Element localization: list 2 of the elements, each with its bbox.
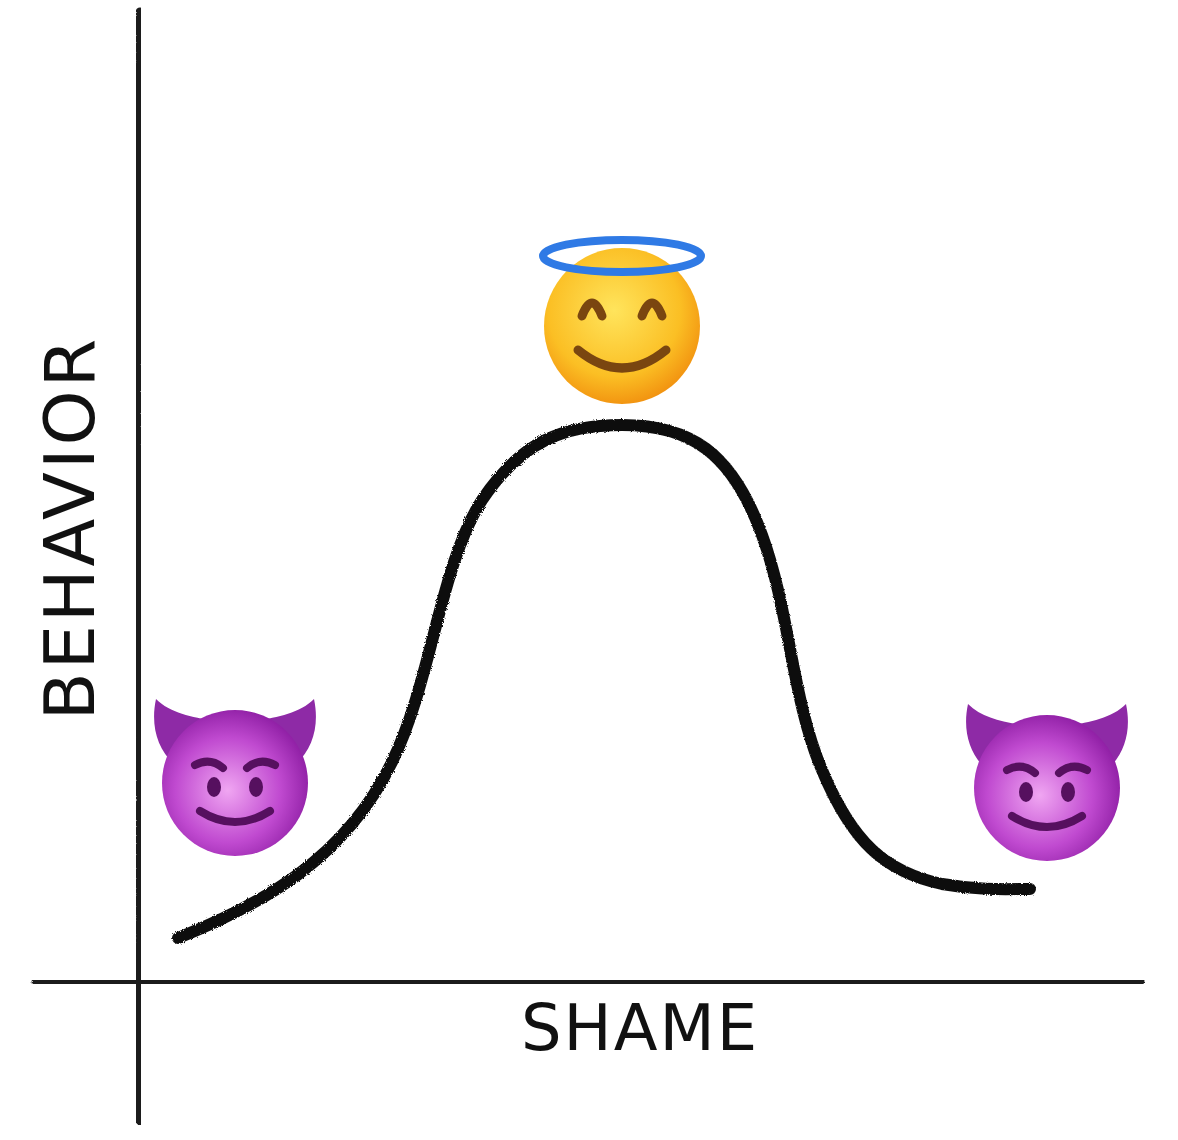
axis-label: BEHAVIOR bbox=[35, 335, 105, 721]
axis-label: SHAME bbox=[520, 996, 760, 1060]
